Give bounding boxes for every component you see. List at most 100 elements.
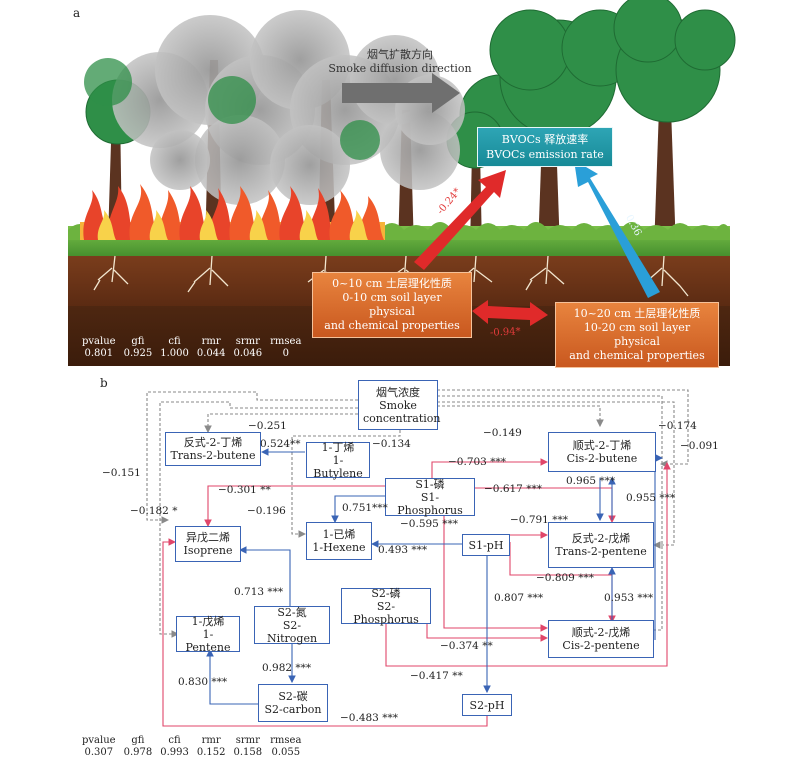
fit-header: gfi bbox=[131, 336, 145, 347]
edge-label: 0.982 *** bbox=[262, 662, 312, 674]
node-label-cn: 顺式-2-戊烯 bbox=[571, 626, 631, 639]
edge-smoke-cis2butene bbox=[437, 405, 604, 428]
forest-fire-scene bbox=[68, 0, 736, 366]
node-1-pentene: 1-戊烯 1-Pentene bbox=[176, 614, 240, 654]
fit-header: srmr bbox=[235, 735, 260, 746]
fit-value-row: 0.801 0.925 1.000 0.044 0.046 0 bbox=[82, 348, 309, 360]
edge-label: −0.809 *** bbox=[536, 572, 594, 584]
edge-s1p-hexene bbox=[331, 495, 385, 524]
edge-s2n-isoprene bbox=[238, 546, 291, 608]
edge-label: −0.417 ** bbox=[410, 670, 463, 682]
smoke-direction-en: Smoke diffusion direction bbox=[328, 62, 472, 75]
node-label-en: 1-Butylene bbox=[313, 453, 363, 480]
edge-label: 0.953 *** bbox=[604, 592, 654, 604]
panel-letter-a: a bbox=[73, 6, 81, 20]
fit-header: gfi bbox=[131, 735, 145, 746]
fit-value: 0.925 bbox=[123, 348, 153, 359]
edge-cis2pentene-cis2butene bbox=[654, 454, 664, 640]
edge-smoke-hexene bbox=[291, 430, 401, 538]
fit-value: 0.801 bbox=[84, 348, 114, 359]
edge-label: 0.807 *** bbox=[494, 592, 544, 604]
edge-s2p-cis2pentene bbox=[426, 618, 549, 642]
fit-value: 0.993 bbox=[160, 747, 189, 758]
fit-value: 0.307 bbox=[84, 747, 114, 758]
edge-s2ph-isoprene bbox=[162, 538, 488, 727]
soil-layer-10-20-box: 10~20 cm 土层理化性质 10-20 cm soil layer phys… bbox=[555, 302, 719, 368]
fit-value: 0.158 bbox=[233, 747, 263, 758]
edge-label: −0.182 * bbox=[130, 505, 178, 517]
fit-value: 0.978 bbox=[123, 747, 153, 758]
node-1-butylene: 1-丁烯 1-Butylene bbox=[306, 441, 370, 480]
node-label-cn: S2-氮 bbox=[277, 605, 307, 619]
node-label-en: 1-Hexene bbox=[312, 541, 366, 554]
fit-header-row: pvalue gfi cfi rmr srmr rmsea bbox=[82, 735, 309, 747]
smoke-direction-cn: 烟气扩散方向 bbox=[367, 48, 433, 61]
bvoc-en: BVOCs emission rate bbox=[486, 148, 604, 161]
node-label-en: Smoke bbox=[379, 398, 417, 412]
edge-label: −0.134 bbox=[372, 438, 411, 450]
fit-value: 0 bbox=[282, 348, 289, 359]
edge-label: 0.955 *** bbox=[626, 492, 676, 504]
fit-indices-a: pvalue gfi cfi rmr srmr rmsea 0.801 0.92… bbox=[82, 336, 309, 360]
edge-label: 0.830 *** bbox=[178, 676, 228, 688]
edge-label: 0.965 *** bbox=[566, 475, 616, 487]
panel-b-path-diagram: b 烟气浓度 Smoke concentration 反式-2-丁烯 Trans… bbox=[0, 370, 800, 765]
node-label-en: Cis-2-pentene bbox=[562, 639, 640, 652]
node-label-en: S2-carbon bbox=[264, 703, 322, 716]
edge-s2p-cis2pentene-2 bbox=[385, 461, 671, 667]
edge-label: −0.483 *** bbox=[340, 712, 398, 724]
node-isoprene: 异戊二烯 Isoprene bbox=[175, 526, 241, 562]
fit-value: 0.055 bbox=[271, 747, 301, 758]
soil2-cn: 10~20 cm 土层理化性质 bbox=[573, 307, 701, 320]
edge-label: −0.151 bbox=[102, 467, 141, 479]
panel-a-illustration: a 烟气扩散方向 Smoke diffusion direction BVOCs… bbox=[0, 0, 800, 370]
fit-header: cfi bbox=[168, 336, 181, 347]
fit-header-row: pvalue gfi cfi rmr srmr rmsea bbox=[82, 336, 309, 348]
edge-label: −0.149 bbox=[483, 427, 522, 439]
fit-value: 0.152 bbox=[196, 747, 226, 758]
soil-layer-0-10-box: 0~10 cm 土层理化性质 0-10 cm soil layer physic… bbox=[312, 272, 472, 338]
edge-label: −0.091 bbox=[680, 440, 719, 452]
fit-value: 1.000 bbox=[160, 348, 189, 359]
node-s2-carbon: S2-碳 S2-carbon bbox=[258, 684, 328, 722]
arrow-soil2-to-bvoc bbox=[574, 160, 660, 298]
fit-header: pvalue bbox=[82, 336, 116, 347]
node-label-en: Trans-2-butene bbox=[170, 449, 256, 462]
fit-indices-b: pvalue gfi cfi rmr srmr rmsea 0.307 0.97… bbox=[82, 735, 309, 759]
node-label-cn: 1-戊烯 bbox=[191, 614, 225, 628]
arrow-soil1-to-bvoc bbox=[414, 170, 506, 270]
node-label-en: S2-Nitrogen bbox=[266, 618, 318, 645]
panel-letter-b: b bbox=[100, 376, 108, 390]
node-label-en: S2-Phosphorus bbox=[353, 599, 419, 626]
fit-value: 0.046 bbox=[233, 348, 263, 359]
fit-header: rmsea bbox=[270, 336, 302, 347]
edge-label: −0.374 ** bbox=[440, 640, 493, 652]
node-label-cn: 1-已烯 bbox=[322, 528, 356, 541]
node-label-cn: 反式-2-戊烯 bbox=[571, 532, 631, 545]
node-label-cn: 异戊二烯 bbox=[186, 531, 230, 544]
smoke-direction-label: 烟气扩散方向 Smoke diffusion direction bbox=[320, 48, 480, 76]
smoke-clouds bbox=[112, 10, 465, 205]
bvoc-cn: BVOCs 释放速率 bbox=[501, 133, 589, 146]
edge-label: −0.196 bbox=[247, 505, 286, 517]
fit-header: pvalue bbox=[82, 735, 116, 746]
edge-label: −0.617 *** bbox=[484, 483, 542, 495]
edge-label: 0.524** bbox=[260, 438, 301, 450]
edge-label: −0.251 bbox=[248, 420, 287, 432]
edge-label: 0.751*** bbox=[342, 502, 388, 514]
path-edges bbox=[146, 389, 689, 727]
fit-value-row: 0.307 0.978 0.993 0.152 0.158 0.055 bbox=[82, 747, 309, 759]
node-label-cn: S1-磷 bbox=[415, 477, 445, 491]
smoke-direction-arrow bbox=[342, 73, 460, 113]
node-label-en: S2-pH bbox=[469, 698, 505, 712]
edge-label: −0.301 ** bbox=[218, 484, 271, 496]
edge-s1p-cis2pentene bbox=[443, 500, 549, 632]
fit-value: 0.044 bbox=[196, 348, 226, 359]
node-label-en-2: concentration bbox=[363, 411, 441, 425]
node-1-hexene: 1-已烯 1-Hexene bbox=[306, 522, 372, 560]
node-s1-ph: S1-pH bbox=[462, 534, 510, 556]
node-label-cn: 烟气浓度 bbox=[376, 385, 420, 399]
edge-smoke-cis2butene-2 bbox=[437, 389, 689, 468]
node-s2-ph: S2-pH bbox=[462, 694, 512, 716]
node-label-en: Cis-2-butene bbox=[566, 452, 638, 465]
